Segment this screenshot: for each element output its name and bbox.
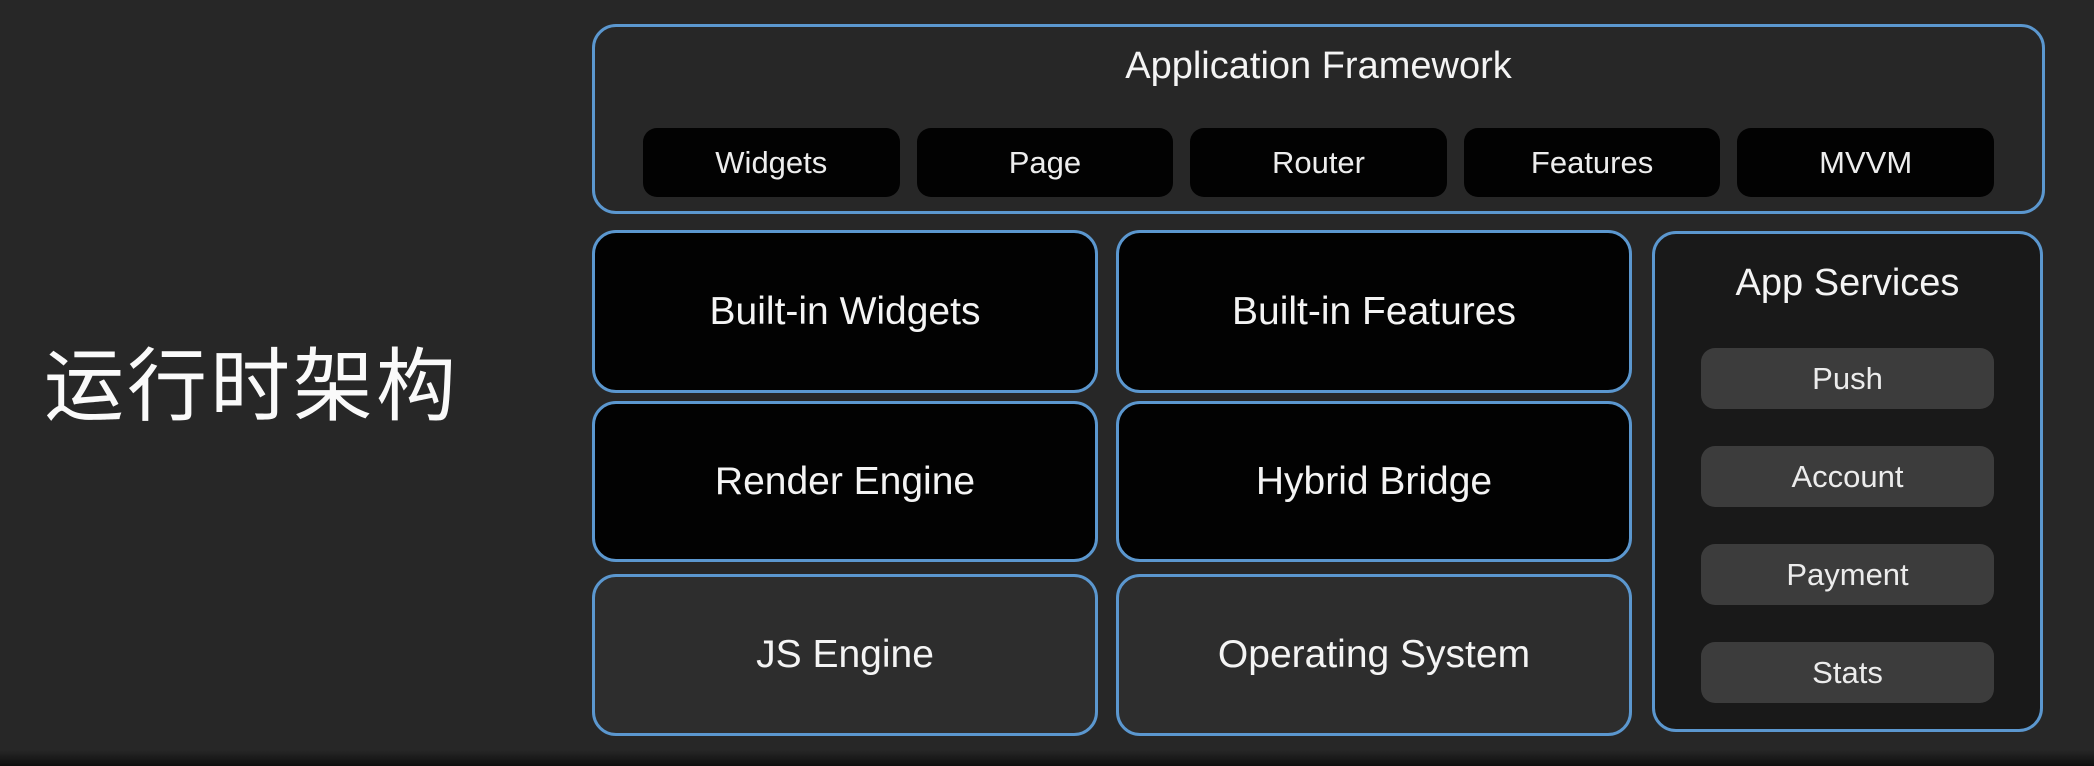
box-built-in-widgets: Built-in Widgets <box>592 230 1098 393</box>
service-payment: Payment <box>1701 544 1994 605</box>
framework-module-features: Features <box>1463 128 1721 197</box>
app-services-panel: App Services Push Account Payment Stats <box>1652 231 2043 732</box>
service-account: Account <box>1701 446 1994 507</box>
framework-module-widgets: Widgets <box>643 128 900 197</box>
app-services-title: App Services <box>1735 262 1960 304</box>
app-services-list: Push Account Payment Stats <box>1655 348 2040 703</box>
service-stats: Stats <box>1701 642 1994 703</box>
application-framework-title: Application Framework <box>1125 45 1512 87</box>
framework-module-page: Page <box>916 128 1174 197</box>
box-operating-system: Operating System <box>1116 574 1632 736</box>
framework-module-router: Router <box>1190 128 1447 197</box>
framework-module-row: Widgets Page Router Features MVVM <box>643 128 1994 197</box>
bottom-vignette <box>0 750 2094 766</box>
box-render-engine: Render Engine <box>592 401 1098 562</box>
application-framework-group: Application Framework Widgets Page Route… <box>592 24 2045 214</box>
box-js-engine: JS Engine <box>592 574 1098 736</box>
framework-module-mvvm: MVVM <box>1737 128 1994 197</box>
box-hybrid-bridge: Hybrid Bridge <box>1116 401 1632 562</box>
box-built-in-features: Built-in Features <box>1116 230 1632 393</box>
slide-title: 运行时架构 <box>44 342 459 431</box>
service-push: Push <box>1701 348 1994 409</box>
